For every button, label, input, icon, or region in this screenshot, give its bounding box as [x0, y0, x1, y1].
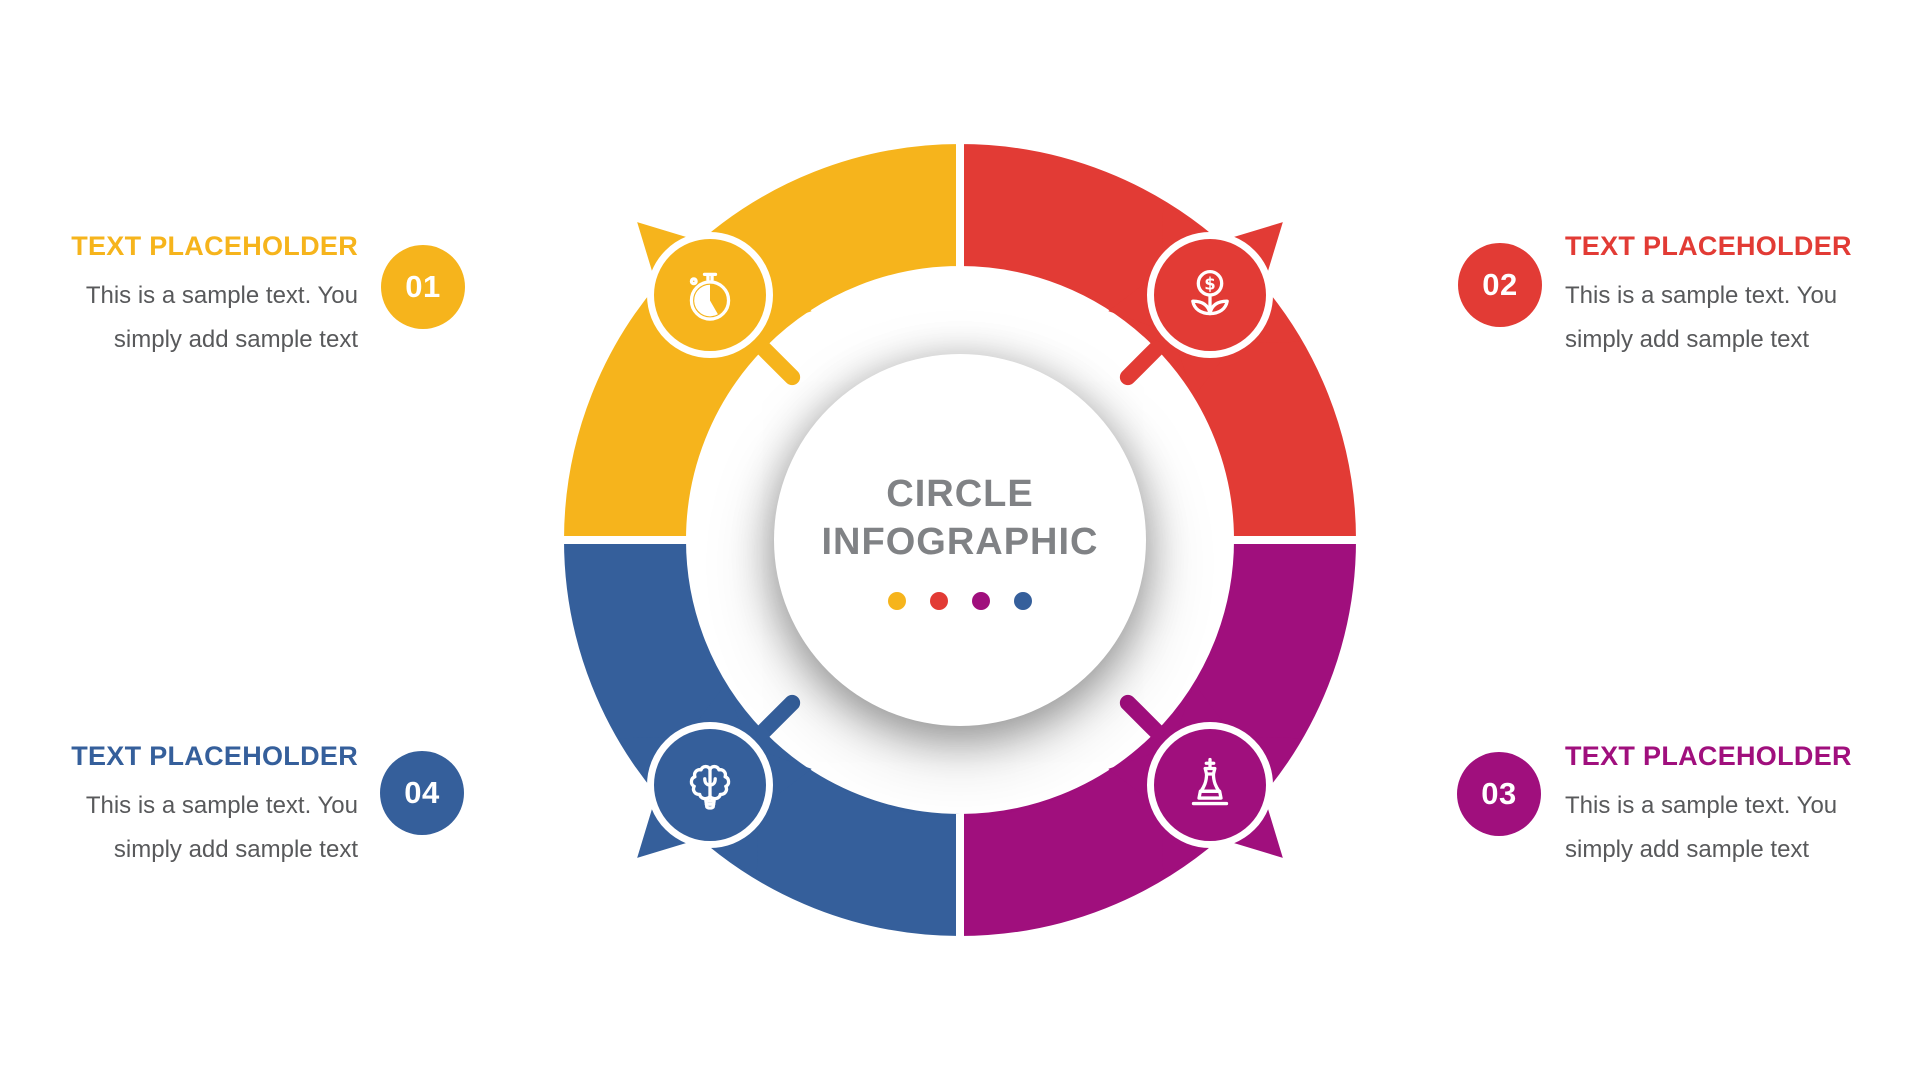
quadrant-ring	[555, 135, 1365, 945]
item-04-body: This is a sample text. You simply add sa…	[85, 792, 358, 863]
item-04-text-block: TEXT PLACEHOLDER This is a sample text. …	[38, 740, 358, 872]
center-circle: CIRCLE INFOGRAPHIC	[774, 354, 1146, 726]
center-title-line1: CIRCLE	[886, 473, 1034, 515]
item-01-number-badge: 01	[381, 245, 465, 329]
ring-quadrant-purple	[956, 536, 1365, 945]
center-dot	[972, 592, 990, 610]
ring-quadrant-red	[956, 135, 1365, 544]
badge-01-stopwatch	[590, 175, 830, 415]
chess-king-icon	[1147, 722, 1273, 848]
item-03-title: TEXT PLACEHOLDER	[1565, 741, 1852, 771]
item-01-body: This is a sample text. You simply add sa…	[85, 282, 358, 353]
item-03-number-badge: 03	[1457, 752, 1541, 836]
svg-text:$: $	[1204, 275, 1215, 294]
item-01-title: TEXT PLACEHOLDER	[71, 231, 358, 261]
center-title-line2: INFOGRAPHIC	[821, 521, 1099, 563]
badge-04-brain	[590, 665, 830, 905]
center-dot	[930, 592, 948, 610]
item-03-text-block: TEXT PLACEHOLDER This is a sample text. …	[1565, 740, 1895, 872]
badge-02-money-plant: $	[1090, 175, 1330, 415]
ring-quadrant-yellow	[555, 135, 964, 544]
item-01-text-block: TEXT PLACEHOLDER This is a sample text. …	[38, 230, 358, 362]
item-03-body: This is a sample text. You simply add sa…	[1565, 792, 1838, 863]
item-02-text-block: TEXT PLACEHOLDER This is a sample text. …	[1565, 230, 1895, 362]
center-dot	[888, 592, 906, 610]
item-04-title: TEXT PLACEHOLDER	[71, 741, 358, 771]
item-04-number-badge: 04	[380, 751, 464, 835]
money-plant-icon: $	[1147, 232, 1273, 358]
item-02-body: This is a sample text. You simply add sa…	[1565, 282, 1838, 353]
center-title: CIRCLE INFOGRAPHIC	[822, 470, 1099, 566]
item-02-title: TEXT PLACEHOLDER	[1565, 231, 1852, 261]
center-dots	[888, 592, 1032, 610]
brain-bulb-icon	[647, 722, 773, 848]
badge-03-chess-king	[1090, 665, 1330, 905]
stopwatch-icon	[647, 232, 773, 358]
center-dot	[1014, 592, 1032, 610]
ring-quadrant-blue	[555, 536, 964, 945]
item-02-number-badge: 02	[1458, 243, 1542, 327]
